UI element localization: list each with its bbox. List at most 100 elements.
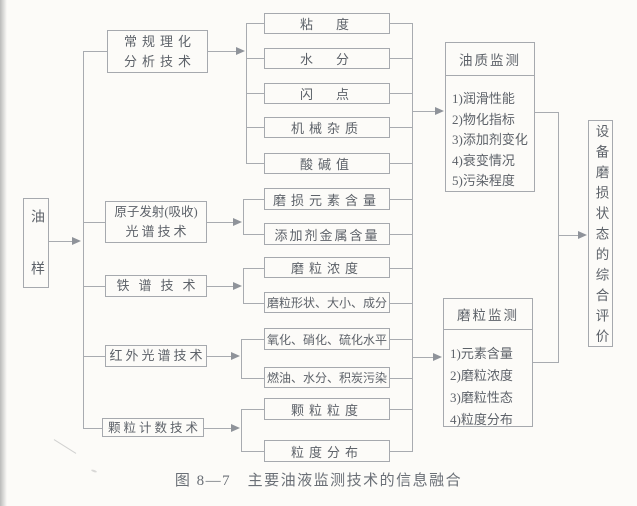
bus-line	[412, 23, 413, 452]
param-box-acid-base-value: 酸碱值	[264, 153, 390, 174]
monitor-list-item: 3)磨粒性态	[450, 390, 513, 405]
wear-particle-monitor-title: 磨粒监测	[444, 299, 532, 330]
stub-line	[243, 303, 264, 304]
tech-box-particle-counting: 颗粒计数技术	[102, 418, 204, 437]
stub-line	[389, 339, 412, 340]
tech-label-line2: 光谱技术	[125, 224, 190, 239]
param-box-fuel-water-soot-contamination: 燃油、水分、积炭污染	[264, 367, 390, 388]
merge-line	[558, 112, 559, 363]
tech-output-line	[207, 222, 234, 223]
param-box-water-content: 水 分	[264, 48, 390, 69]
monitor-list-item: 3)添加剂变化	[452, 132, 528, 147]
tech-label: 红外光谱技术	[109, 348, 206, 363]
trunk-line	[83, 51, 84, 429]
arrow-to-oil-quality-monitor	[435, 107, 444, 115]
tech-box-atomic-emission-absorption-spectroscopy: 原子发射(吸收) 光谱技术	[105, 201, 207, 243]
stub-line	[243, 199, 264, 200]
param-box-wear-element-content: 磨损元素含量	[264, 188, 390, 210]
collector-line	[243, 199, 244, 235]
monitor-list-item: 4)粒度分布	[450, 412, 513, 427]
wear-particle-monitor-list: 1)元素含量 2)磨粒浓度 3)磨粒性态 4)粒度分布	[444, 330, 532, 431]
param-box-oxidation-nitration-sulfidation-level: 氧化、硝化、硫化水平	[264, 328, 390, 350]
stub-line	[241, 409, 264, 410]
stub-line	[389, 409, 412, 410]
oil-quality-monitor-box: 油质监测 1)润滑性能 2)物化指标 3)添加剂变化 4)衰变情况 5)污染程度	[445, 42, 535, 192]
tech-output-line	[207, 356, 232, 357]
monitor-output-line	[533, 362, 559, 363]
stub-line	[389, 268, 412, 269]
tech-output-line	[207, 286, 234, 287]
trunk-branch	[83, 356, 105, 357]
param-box-mechanical-impurities: 机械杂质	[264, 117, 390, 138]
arrow-to-evaluation	[578, 231, 587, 239]
stub-line	[243, 234, 264, 235]
arrow-oil-sample-to-trunk	[72, 237, 81, 245]
figure-caption: 图 8—7 主要油液监测技术的信息融合	[174, 473, 463, 489]
stub-line	[389, 93, 412, 94]
monitor-list-item: 5)污染程度	[452, 173, 515, 188]
monitor-list-item: 2)物化指标	[452, 111, 515, 127]
arrow-to-wear-particle-monitor	[433, 353, 442, 361]
arrow-counting-to-params	[231, 424, 240, 432]
collector-line	[243, 268, 244, 304]
param-box-particle-shape-size-composition: 磨粒形状、大小、成分	[264, 292, 390, 313]
stub-line	[246, 58, 264, 59]
bus-output-line	[412, 357, 434, 358]
trunk-branch	[83, 428, 102, 429]
stub-line	[389, 23, 412, 24]
stub-line	[246, 163, 264, 164]
stub-line	[389, 127, 412, 128]
tech-output-line	[204, 428, 232, 429]
tech-box-routine-physicochemical: 常规理化 分析技术	[107, 30, 208, 73]
monitor-list-item: 1)元素含量	[450, 346, 513, 361]
trunk-branch	[83, 51, 107, 52]
stub-line	[241, 378, 264, 379]
arrow-spectroscopy-to-params	[233, 218, 242, 226]
arrow-ferrography-to-params	[233, 282, 242, 290]
stub-line	[243, 268, 264, 269]
collector-line	[241, 339, 242, 379]
oil-sample-box: 油样	[23, 198, 49, 313]
stub-line	[241, 451, 264, 452]
stub-line	[246, 93, 264, 94]
stub-line	[389, 378, 412, 379]
wear-particle-monitor-box: 磨粒监测 1)元素含量 2)磨粒浓度 3)磨粒性态 4)粒度分布	[443, 298, 533, 427]
evaluation-box: 设备磨损状态的综合评价	[588, 120, 613, 350]
monitor-list-item: 2)磨粒浓度	[450, 368, 513, 383]
stub-line	[389, 451, 412, 452]
tech-box-infrared-spectroscopy: 红外光谱技术	[105, 345, 207, 367]
param-box-viscosity: 粘 度	[264, 13, 390, 34]
stub-line	[246, 127, 264, 128]
monitor-list-item: 4)衰变情况	[452, 152, 515, 168]
evaluation-label: 设备磨损状态的综合评价	[593, 124, 609, 350]
monitor-list-item: 1)润滑性能	[452, 91, 515, 106]
stub-line	[246, 23, 264, 24]
collector-line	[241, 409, 242, 452]
oil-sample-connector	[49, 241, 73, 242]
param-box-size-distribution: 粒度分布	[264, 440, 390, 462]
scan-edge-shadow	[0, 0, 7, 506]
oil-sample-label: 油样	[29, 209, 44, 313]
param-box-additive-metal-content: 添加剂金属含量	[264, 223, 390, 245]
stub-line	[389, 58, 412, 59]
trunk-branch	[83, 222, 105, 223]
stub-line	[389, 303, 412, 304]
oil-quality-monitor-list: 1)润滑性能 2)物化指标 3)添加剂变化 4)衰变情况 5)污染程度	[446, 76, 534, 192]
stub-line	[241, 339, 264, 340]
tech-label-line1: 原子发射(吸收)	[114, 205, 198, 219]
bus-output-line	[412, 111, 436, 112]
evaluation-input-line	[558, 235, 579, 236]
stub-line	[389, 163, 412, 164]
arrow-infrared-to-params	[231, 352, 240, 360]
param-box-flash-point: 闪 点	[264, 83, 390, 104]
tech-label-line1: 常规理化	[123, 33, 196, 49]
tech-label: 铁谱技术	[116, 278, 205, 293]
oil-quality-monitor-title: 油质监测	[446, 43, 534, 76]
stub-line	[389, 199, 412, 200]
arrow-routine-to-params	[236, 47, 245, 55]
pencil-smudge	[53, 439, 77, 454]
tech-label-line2: 分析技术	[123, 53, 196, 69]
trunk-branch	[83, 286, 105, 287]
tech-box-ferrography: 铁谱技术	[105, 275, 207, 297]
